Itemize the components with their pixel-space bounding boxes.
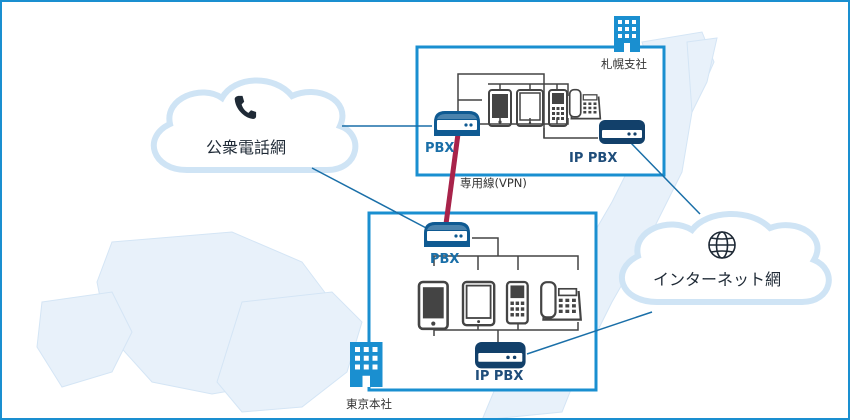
head-pbx-device bbox=[424, 222, 470, 247]
vpn-line bbox=[443, 133, 461, 225]
public-network-label: 公衆電話網 bbox=[206, 138, 287, 157]
head-ip-pbx-device bbox=[475, 342, 526, 369]
branch-office-label: 札幌支社 bbox=[601, 57, 647, 71]
internet-links bbox=[311, 125, 701, 355]
branch-ip-pbx-device bbox=[599, 120, 645, 144]
public-network-cloud bbox=[150, 77, 359, 173]
phone-icon bbox=[234, 95, 257, 120]
branch-ip-pbx-label: IP PBX bbox=[569, 151, 618, 166]
head-office-label: 東京本社 bbox=[346, 397, 392, 411]
vpn-label: 専用線(VPN) bbox=[460, 176, 527, 190]
globe-icon bbox=[708, 231, 736, 259]
internet-label: インターネット網 bbox=[653, 270, 782, 289]
branch-pbx-device bbox=[434, 111, 480, 136]
branch-building-icon bbox=[614, 16, 640, 52]
head-pbx-label: PBX bbox=[430, 252, 460, 267]
head-lan-wiring bbox=[433, 237, 579, 342]
head-ip-pbx-label: IP PBX bbox=[475, 369, 524, 384]
head-building-icon bbox=[350, 342, 383, 387]
branch-pbx-label: PBX bbox=[425, 141, 455, 156]
